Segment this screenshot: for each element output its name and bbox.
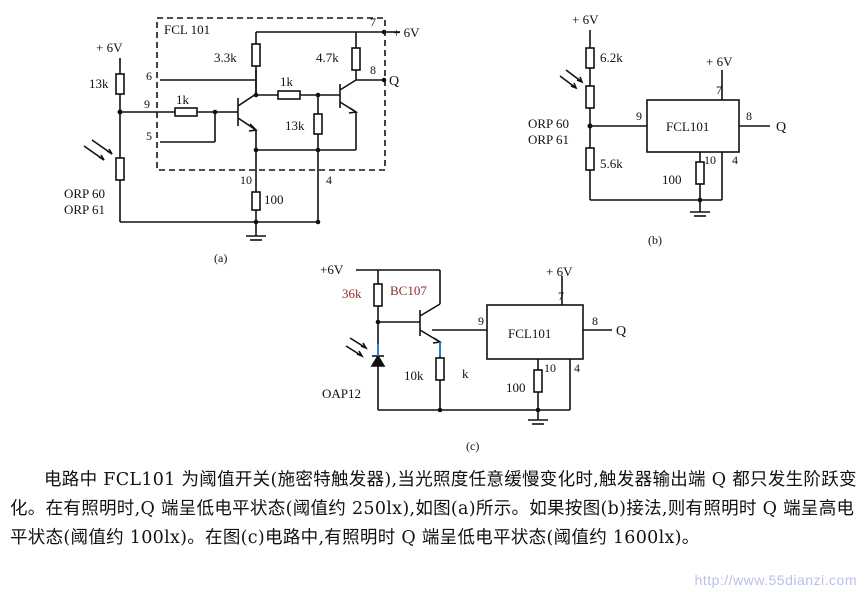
transistor-c-label: BC107 xyxy=(390,283,427,298)
pin5-a: 5 xyxy=(146,129,152,143)
sensor1-b: ORP 60 xyxy=(528,116,569,131)
resistor-100-b xyxy=(695,161,705,185)
caption-paragraph: 电路中 FCL101 为阈值开关(施密特触发器),当光照度任意缓慢变化时,触发器… xyxy=(10,470,857,548)
label-6k2-b: 6.2k xyxy=(600,50,623,65)
resistor-13k-mid-a xyxy=(313,113,323,135)
resistor-100-c xyxy=(533,369,543,393)
sensor-c: OAP12 xyxy=(322,386,361,401)
chip-c-label: FCL101 xyxy=(508,326,551,341)
resistor-3k3-a xyxy=(251,43,261,67)
pin8-a: 8 xyxy=(370,63,376,77)
sensor2-b: ORP 61 xyxy=(528,132,569,147)
junction-dots xyxy=(117,29,703,413)
pin6-a: 6 xyxy=(146,69,152,83)
resistor-100-a xyxy=(251,191,261,211)
chip-c xyxy=(486,304,584,360)
output-q-a: Q xyxy=(389,74,399,89)
pin10-b: 10 xyxy=(704,153,716,167)
supply-b-chip: + 6V xyxy=(706,54,733,69)
resistor-6k2-b xyxy=(585,47,595,69)
photo-sensor-a xyxy=(115,157,125,181)
pin10-c: 10 xyxy=(544,361,556,375)
label-b: (b) xyxy=(648,233,662,247)
diagram-b xyxy=(559,30,770,217)
sensor1-a: ORP 60 xyxy=(64,186,105,201)
sensor2-a: ORP 61 xyxy=(64,202,105,217)
output-q-c: Q xyxy=(616,324,626,339)
label-13k-top-a: 13k xyxy=(89,76,109,91)
output-q-b: Q xyxy=(776,120,786,135)
supply-c-chip: + 6V xyxy=(546,264,573,279)
label-36k-c: 36k xyxy=(342,286,362,301)
pin4-c: 4 xyxy=(574,361,580,375)
label-a: (a) xyxy=(214,251,227,265)
pin8-b: 8 xyxy=(746,109,752,123)
diagram-c xyxy=(345,269,612,425)
pin4-b: 4 xyxy=(732,153,738,167)
resistor-4k7-a xyxy=(351,47,361,71)
resistor-36k-c xyxy=(373,283,383,307)
label-13k-mid-a: 13k xyxy=(285,118,305,133)
label-c: (c) xyxy=(466,439,479,453)
photodiode-c xyxy=(370,354,386,367)
label-3k3-a: 3.3k xyxy=(214,50,237,65)
resistor-1k-in-a xyxy=(174,107,198,117)
chip-a-label: FCL 101 xyxy=(164,22,210,37)
resistor-1k-mid-a xyxy=(277,90,301,100)
diagram-a xyxy=(83,17,400,241)
pin7-b: 7 xyxy=(716,83,722,97)
resistor-5k6-b xyxy=(585,147,595,171)
supply-b-top: + 6V xyxy=(572,12,599,27)
chip-b-label: FCL101 xyxy=(666,119,709,134)
label-1k-mid-a: 1k xyxy=(280,74,294,89)
label-10k-c: 10k xyxy=(404,368,424,383)
chip-a-boundary xyxy=(156,17,386,171)
label-5k6-b: 5.6k xyxy=(600,156,623,171)
resistor-13k-a xyxy=(115,73,125,95)
pin9-a: 9 xyxy=(144,97,150,111)
watermark: http://www.55dianzi.com xyxy=(694,572,857,588)
pin4-a: 4 xyxy=(326,173,332,187)
label-1k-in-a: 1k xyxy=(176,92,190,107)
label-100-c: 100 xyxy=(506,380,526,395)
pin9-b: 9 xyxy=(636,109,642,123)
label-100-a: 100 xyxy=(264,192,284,207)
label-4k7-a: 4.7k xyxy=(316,50,339,65)
photo-sensor-b xyxy=(585,85,595,109)
pin9-c: 9 xyxy=(478,314,484,328)
pin10-a: 10 xyxy=(240,173,252,187)
supply-c-top: +6V xyxy=(320,262,344,277)
supply-a-left: + 6V xyxy=(96,40,123,55)
label-k-c: k xyxy=(462,366,469,381)
pin7-a: 7 xyxy=(370,15,376,29)
supply-a-right: + 6V xyxy=(393,25,420,40)
label-100-b: 100 xyxy=(662,172,682,187)
pin7-c: 7 xyxy=(558,289,564,303)
resistor-10k-c xyxy=(435,357,445,381)
pin8-c: 8 xyxy=(592,314,598,328)
